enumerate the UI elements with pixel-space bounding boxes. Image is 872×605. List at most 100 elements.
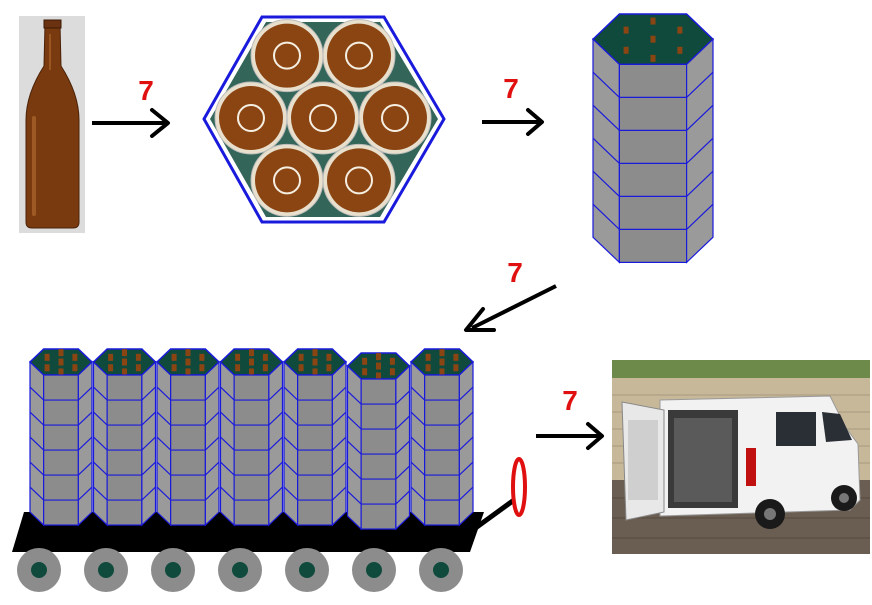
arrow-right-icon-3	[536, 422, 604, 450]
pallet-column	[92, 348, 157, 527]
column-bottle-cap	[298, 364, 304, 372]
column-bottle-cap	[453, 364, 459, 372]
column-layer-line	[156, 411, 220, 426]
column-bottle-cap	[389, 368, 395, 376]
wheel-icon	[218, 548, 262, 592]
column-bottle-cap	[185, 349, 191, 357]
pack-bottle-top-icon	[250, 143, 324, 217]
column-bottle-cap	[312, 368, 318, 376]
pallet-column	[219, 348, 284, 527]
column-bottle-cap	[439, 358, 445, 366]
column-bottle-cap	[108, 353, 114, 361]
column-layer-line	[93, 461, 156, 476]
column-bottle-cap	[677, 46, 683, 54]
column-layer-line	[220, 411, 283, 426]
column-bottle-cap	[185, 368, 191, 376]
multiplier-label-4: 7	[562, 385, 578, 416]
wheel-icon	[84, 548, 128, 592]
pack-bottle-top-icon	[322, 143, 396, 217]
wheel-icon	[17, 548, 61, 592]
column-bottle-cap	[362, 357, 368, 365]
column-bottle-cap	[171, 353, 177, 361]
column-layer-line	[220, 486, 283, 501]
column-layer-line	[29, 436, 93, 451]
column-layer-line	[283, 486, 347, 501]
column-layer-line	[283, 461, 347, 476]
column-bottle-cap	[44, 353, 50, 361]
column-layer-line	[347, 440, 410, 455]
column-layer-line	[220, 461, 283, 476]
bottle-icon	[19, 16, 85, 233]
column-bottle-cap	[312, 349, 318, 357]
column-bottle-cap	[185, 358, 191, 366]
column-bottle-cap	[171, 364, 177, 372]
column-bottle-cap	[262, 364, 268, 372]
multiplier-label-1: 7	[138, 75, 154, 106]
column-layer-line	[592, 104, 714, 131]
column-bottle-cap	[199, 353, 205, 361]
column-bottle-cap	[623, 46, 629, 54]
column-layer-line	[220, 436, 283, 451]
column-bottle-cap	[108, 364, 114, 372]
column-layer-line	[592, 203, 714, 230]
multiplier-label-3: 7	[507, 257, 523, 288]
column-bottle-cap	[249, 349, 254, 357]
column-layer-line	[156, 461, 220, 476]
column-layer-line	[283, 411, 347, 426]
column-bottle-cap	[298, 353, 304, 361]
pack-bottle-top-icon	[322, 19, 396, 93]
column-bottle-cap	[326, 364, 332, 372]
column-layer-line	[347, 390, 410, 405]
wheel-icon	[151, 548, 195, 592]
column-layer-line	[93, 436, 156, 451]
column-bottle-cap	[389, 357, 395, 365]
column-layer-line	[93, 386, 156, 401]
column-bottle-cap	[650, 54, 656, 62]
column-layer-line	[410, 411, 474, 426]
column-bottle-cap	[439, 349, 445, 357]
column-layer-line	[220, 386, 283, 401]
column-bottle-cap	[135, 364, 141, 372]
arrow-right-icon-2	[482, 108, 544, 136]
column-layer-line	[93, 486, 156, 501]
arrow-down-left-icon	[464, 284, 557, 332]
column-layer-line	[410, 386, 474, 401]
column-bottle-cap	[439, 368, 445, 376]
wheel-icon	[419, 548, 463, 592]
column-bottle-cap	[72, 353, 78, 361]
pack-bottle-top-icon	[286, 81, 360, 155]
pack-top-view	[202, 15, 446, 224]
pallet-column	[346, 352, 411, 531]
column-layer-line	[283, 436, 347, 451]
column-bottle-cap	[122, 349, 127, 357]
column-bottle-cap	[262, 353, 268, 361]
column-bottle-cap	[326, 353, 332, 361]
column-bottle-cap	[58, 358, 64, 366]
column-layer-line	[156, 486, 220, 501]
column-bottle-cap	[58, 368, 64, 376]
column-bottle-cap	[72, 364, 78, 372]
column-bottle-cap	[376, 372, 381, 380]
pack-bottle-top-icon	[358, 81, 432, 155]
column-bottle-cap	[249, 368, 254, 376]
pallet-column	[155, 348, 221, 527]
column-layer-line	[29, 411, 93, 426]
column-bottle-cap	[135, 353, 141, 361]
column-bottle-cap	[425, 364, 431, 372]
multiplier-label-2: 7	[503, 73, 519, 104]
column-bottle-cap	[362, 368, 368, 376]
pack-bottle-top-icon	[214, 81, 288, 155]
arrow-right-icon-1	[92, 108, 170, 138]
column-bottle-cap	[677, 26, 683, 34]
pack-bottle-top-icon	[250, 19, 324, 93]
column-layer-line	[410, 486, 474, 501]
column-layer-line	[592, 137, 714, 164]
column-bottle-cap	[199, 364, 205, 372]
wheel-icon	[285, 548, 329, 592]
column-layer-line	[347, 415, 410, 430]
column-layer-line	[29, 486, 93, 501]
column-bottle-cap	[376, 362, 381, 370]
handle-icon	[468, 457, 527, 535]
column-layer-line	[29, 461, 93, 476]
